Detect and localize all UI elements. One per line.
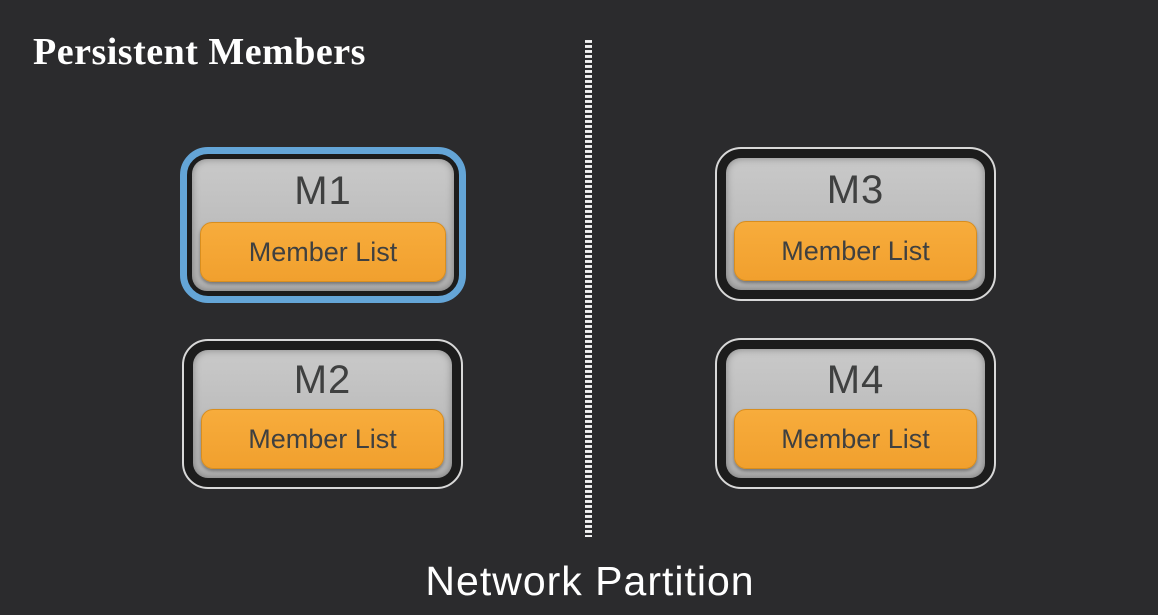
member-list-badge: Member List bbox=[201, 409, 444, 469]
member-node-label: M3 bbox=[826, 168, 885, 212]
member-node-label: M4 bbox=[826, 357, 885, 402]
member-node-m2: M2 Member List bbox=[182, 339, 463, 489]
member-node-m3: M3 Member List bbox=[715, 147, 996, 301]
member-node-label: M1 bbox=[294, 169, 352, 213]
member-list-badge: Member List bbox=[734, 409, 977, 469]
page-title: Persistent Members bbox=[33, 31, 366, 73]
member-list-badge: Member List bbox=[734, 221, 977, 281]
member-node-m1: M1 Member List bbox=[180, 147, 466, 303]
network-partition-label: Network Partition bbox=[425, 558, 755, 604]
member-node-body: M4 Member List bbox=[726, 349, 985, 478]
member-node-label: M2 bbox=[293, 358, 352, 402]
network-partition-dashed-line bbox=[585, 40, 592, 537]
member-node-body: M2 Member List bbox=[193, 350, 452, 478]
member-node-body: M3 Member List bbox=[726, 158, 985, 290]
member-node-body: M1 Member List bbox=[192, 159, 454, 291]
member-list-badge: Member List bbox=[200, 222, 446, 282]
member-node-m4: M4 Member List bbox=[715, 338, 996, 489]
